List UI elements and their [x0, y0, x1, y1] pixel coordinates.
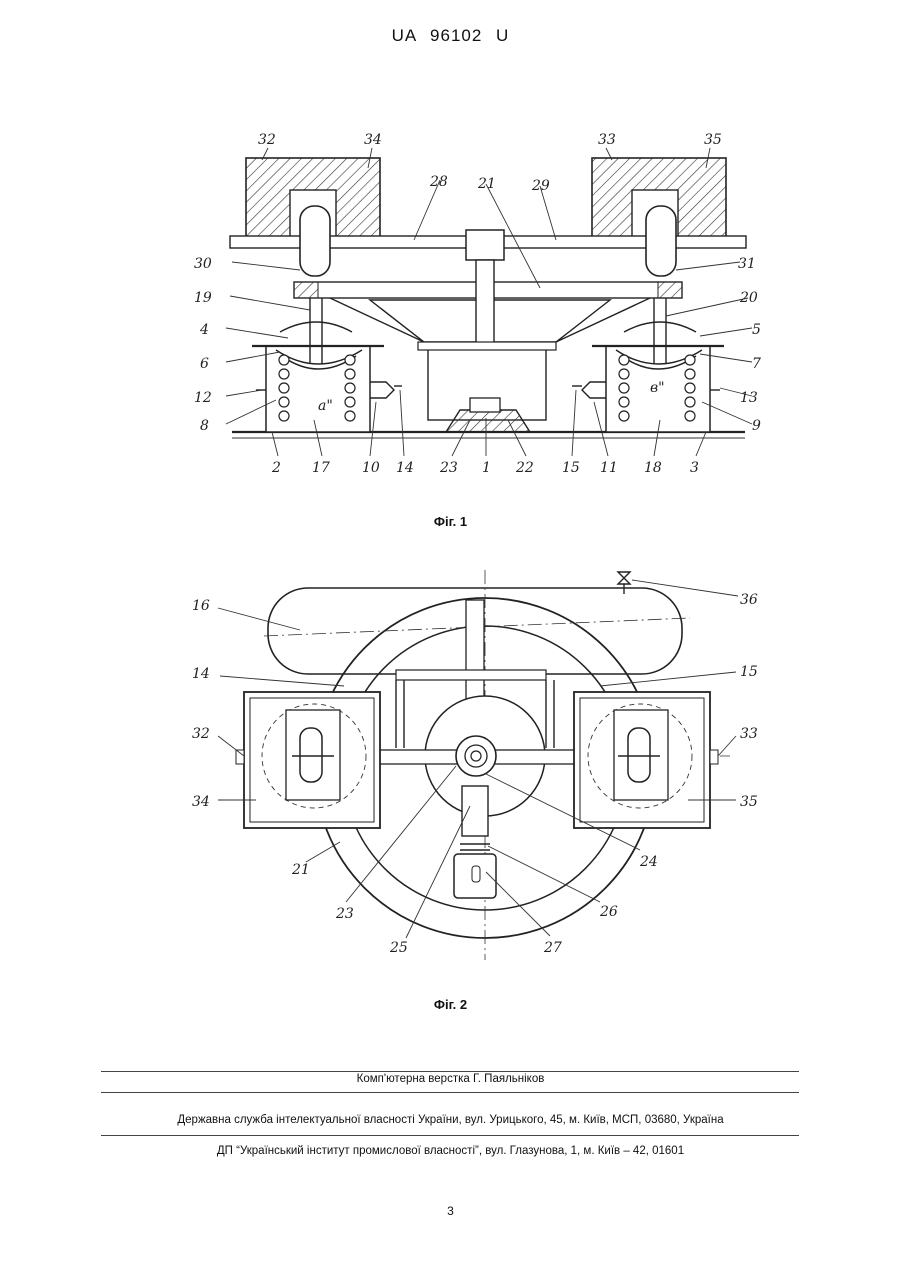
- figure-1-caption: Фіг. 1: [0, 514, 901, 529]
- fig1-label-15: 15: [562, 460, 580, 476]
- fig1-label-22: 22: [515, 460, 534, 476]
- fig1-label-30: 30: [194, 256, 212, 272]
- fig1-label-28: 28: [429, 174, 448, 190]
- fig1-label-20: 20: [739, 290, 758, 306]
- fig1-label-17: 17: [312, 460, 330, 476]
- fig1-label-3: 3: [690, 460, 699, 476]
- fig2-label-14: 14: [192, 666, 210, 682]
- fig1-label-31: 31: [738, 256, 756, 272]
- fig1-label-6: 6: [200, 356, 209, 372]
- fig1-label-9: 9: [752, 418, 761, 434]
- fig1-label-23: 23: [439, 460, 458, 476]
- figure-2-drawing: 16 36 14 15 32 33 34 35 21 23 25 24 26 2…: [0, 560, 901, 960]
- fig2-label-34: 34: [192, 794, 210, 810]
- fig2-label-35: 35: [740, 794, 758, 810]
- patent-number: UA 96102 U: [0, 26, 901, 46]
- fig1-label-11: 11: [600, 460, 618, 476]
- fig2-label-23: 23: [335, 906, 354, 922]
- footer-rule-3: [101, 1135, 799, 1136]
- fig1-label-21: 21: [477, 176, 496, 192]
- fig2-label-24: 24: [639, 854, 658, 870]
- fig1-label-5: 5: [752, 322, 761, 338]
- fig1-label-4: 4: [199, 322, 209, 338]
- fig1-label-1: 1: [482, 460, 491, 476]
- fig2-label-33: 33: [740, 726, 758, 742]
- fig1-label-8: 8: [200, 418, 209, 434]
- fig2-label-25: 25: [389, 940, 408, 956]
- fig2-label-36: 36: [740, 592, 758, 608]
- fig1-label-14: 14: [396, 460, 414, 476]
- figure-1-drawing: 32 34 33 35 28 21 29 30 31 19 20 4 5 6 7…: [0, 120, 901, 490]
- fig1-label-19: 19: [194, 290, 212, 306]
- footer-rule-1: [101, 1071, 799, 1072]
- fig1-label-29: 29: [531, 178, 550, 194]
- fig1-label-13: 13: [740, 390, 758, 406]
- fig2-label-21: 21: [291, 862, 310, 878]
- footer-agency: Державна служба інтелектуальної власност…: [0, 1114, 901, 1126]
- fig1-label-32: 32: [258, 132, 276, 148]
- fig1-label-10: 10: [362, 460, 380, 476]
- fig1-label-34: 34: [364, 132, 382, 148]
- footer-layout-credit: Комп'ютерна верстка Г. Паяльніков: [0, 1073, 901, 1085]
- fig1-label-7: 7: [752, 356, 761, 372]
- fig2-label-16: 16: [192, 598, 210, 614]
- fig1-label-18: 18: [644, 460, 662, 476]
- fig1-label-zone-a: а": [318, 398, 333, 414]
- fig1-label-2: 2: [271, 460, 281, 476]
- fig2-label-27: 27: [543, 940, 562, 956]
- footer-rule-2: [101, 1092, 799, 1093]
- fig2-label-15: 15: [740, 664, 758, 680]
- fig1-label-33: 33: [598, 132, 616, 148]
- fig1-label-35: 35: [704, 132, 722, 148]
- fig2-label-26: 26: [599, 904, 618, 920]
- fig1-label-zone-b: в": [650, 380, 665, 396]
- footer-institute: ДП “Український інститут промислової вла…: [0, 1145, 901, 1157]
- page-number: 3: [0, 1204, 901, 1218]
- fig1-label-12: 12: [194, 390, 212, 406]
- figure-2-caption: Фіг. 2: [0, 997, 901, 1012]
- fig2-label-32: 32: [192, 726, 210, 742]
